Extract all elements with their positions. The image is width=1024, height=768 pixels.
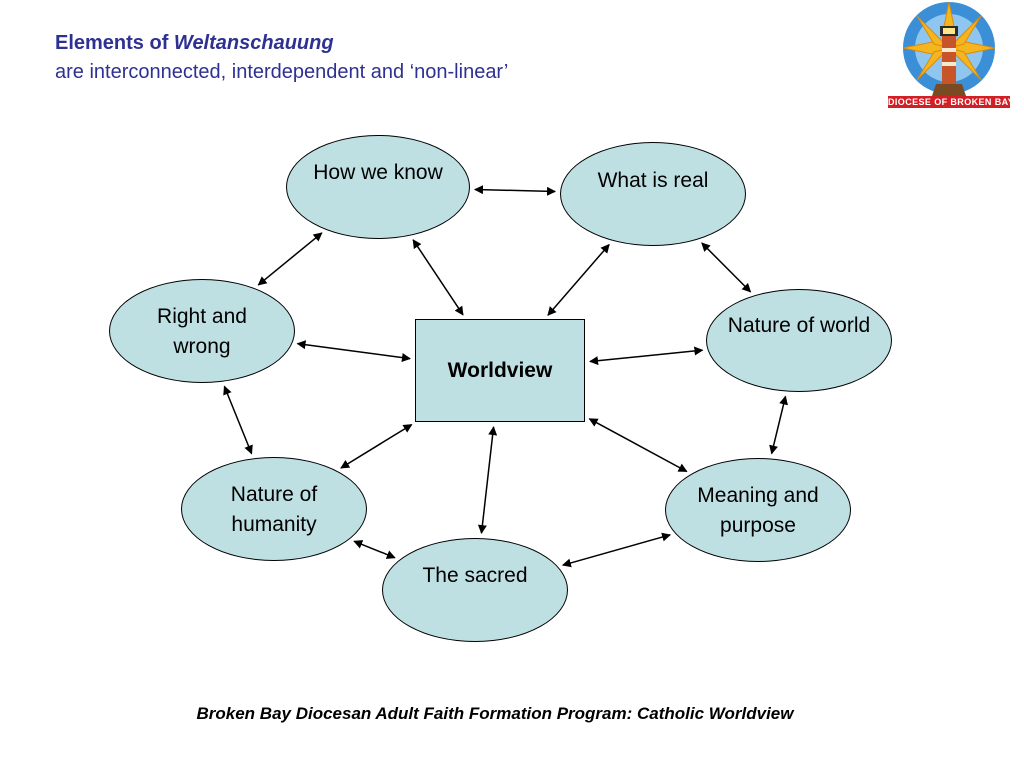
node-how-we-know: How we know (286, 135, 470, 239)
title-line-2: are interconnected, interdependent and ‘… (55, 61, 509, 83)
node-what-is-real: What is real (560, 142, 746, 246)
node-label: Worldview (447, 358, 553, 382)
edge-worldview-to-nature-of-humanity (340, 423, 413, 469)
node-nature-of-world: Nature of world (706, 289, 892, 392)
edge-how-we-know-to-what-is-real (474, 185, 556, 196)
slide-title: Elements of Weltanschauung are interconn… (55, 28, 508, 86)
logo-banner: DIOCESE OF BROKEN BAY (888, 96, 1015, 108)
node-meaning-and-purpose: Meaning and purpose (665, 458, 851, 562)
node-label: What is real (597, 169, 709, 192)
diocese-logo: DIOCESE OF BROKEN BAY (884, 0, 1014, 112)
node-label: The sacred (422, 564, 528, 587)
edge-worldview-to-the-sacred (477, 426, 498, 535)
node-label: Nature of world (727, 314, 871, 337)
title-emphasis: Weltanschauung (173, 32, 334, 54)
title-line-1: Elements of Weltanschauung (55, 28, 508, 58)
node-worldview: Worldview (415, 319, 585, 422)
node-label: How we know (313, 161, 443, 184)
edge-how-we-know-to-worldview (412, 239, 464, 316)
node-right-and-wrong: Right and wrong (109, 279, 295, 383)
node-label: Nature of humanity (230, 483, 318, 536)
edge-worldview-to-nature-of-world (589, 346, 704, 366)
edge-how-we-know-to-right-and-wrong (257, 232, 323, 286)
lighthouse-star-icon (902, 1, 996, 96)
node-label: Meaning and purpose (697, 484, 819, 537)
edge-worldview-to-meaning-and-purpose (588, 418, 688, 473)
edge-what-is-real-to-worldview (547, 243, 610, 316)
edge-nature-of-world-to-meaning-and-purpose (769, 395, 788, 455)
node-nature-of-humanity: Nature of humanity (181, 457, 367, 561)
node-the-sacred: The sacred (382, 538, 568, 642)
edge-right-and-wrong-to-worldview (296, 340, 411, 362)
footer-program-name: Broken Bay Diocesan Adult Faith Formatio… (196, 704, 794, 723)
node-label: Right and wrong (157, 305, 247, 358)
edge-what-is-real-to-nature-of-world (701, 242, 752, 293)
edge-meaning-and-purpose-to-the-sacred (561, 532, 672, 568)
edge-right-and-wrong-to-nature-of-humanity (223, 385, 253, 455)
title-prefix: Elements of (55, 32, 169, 54)
edge-nature-of-humanity-to-the-sacred (353, 540, 396, 559)
